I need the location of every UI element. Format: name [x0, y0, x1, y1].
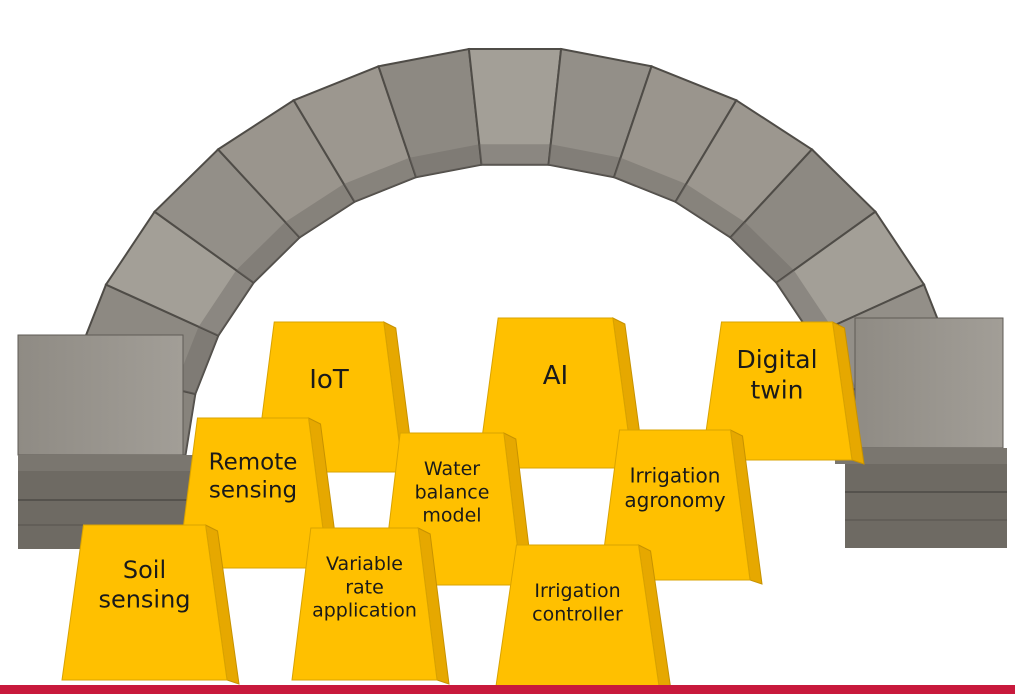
- arch-stone-shadow: [776, 270, 832, 336]
- arch-stone-shadow: [614, 157, 687, 202]
- arch-stone-shadow: [675, 184, 745, 238]
- arch-stone-shadow: [236, 222, 300, 283]
- block-face: [599, 429, 751, 581]
- arch-stone-shadow: [198, 270, 254, 336]
- block-label-line: application: [312, 600, 417, 622]
- arch-stone-shadow: [730, 222, 794, 283]
- block-label-line: AI: [543, 361, 568, 391]
- block-face: [701, 321, 853, 461]
- arch-stone-shadow: [285, 184, 355, 238]
- arch-stone-shadow: [548, 144, 621, 178]
- arch-stone-shadow: [343, 157, 416, 202]
- block-label-line: Variable: [326, 553, 403, 575]
- block-label-line: Irrigation: [534, 580, 620, 602]
- block-face: [291, 527, 438, 681]
- arch-stone-shadow: [174, 326, 219, 394]
- block-label-line: sensing: [98, 585, 190, 613]
- block-face: [61, 524, 228, 681]
- right-pillar: [835, 317, 1007, 548]
- block-label-line: Remote: [209, 450, 298, 476]
- block-label-line: agronomy: [624, 488, 725, 512]
- block-label-line: balance: [415, 481, 490, 503]
- block-label-line: sensing: [209, 478, 297, 504]
- footer-bar: [0, 685, 1015, 694]
- arch-stone-shadow: [409, 144, 482, 178]
- block-label-line: model: [422, 505, 481, 527]
- arch-stone-shadow: [479, 144, 551, 165]
- block-label-line: Irrigation: [630, 464, 721, 488]
- block-label-line: Water: [424, 458, 480, 480]
- block-label-line: Soil: [123, 556, 166, 584]
- block-label-line: twin: [750, 375, 803, 404]
- block-label-line: rate: [345, 576, 384, 598]
- block-label-line: IoT: [309, 365, 349, 395]
- block-label-line: Digital: [736, 345, 817, 374]
- block-label-line: controller: [532, 603, 623, 625]
